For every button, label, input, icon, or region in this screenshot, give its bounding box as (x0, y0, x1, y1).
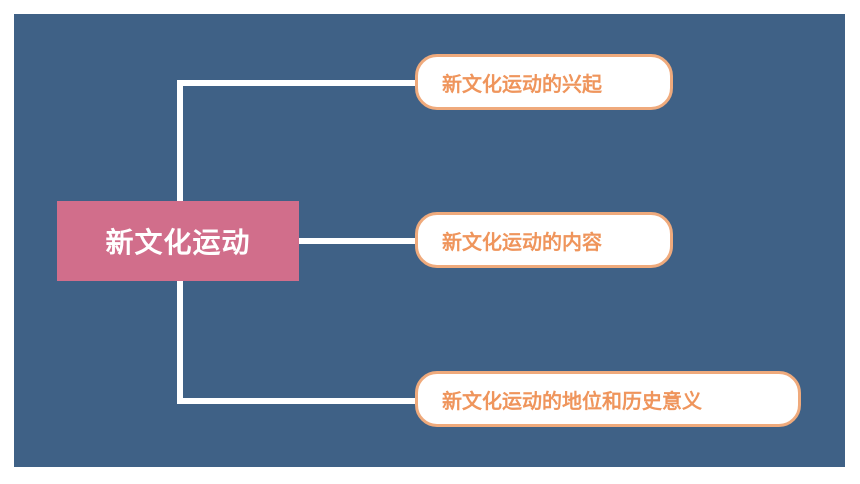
central-topic: 新文化运动 (57, 201, 299, 281)
connector-vertical-bottom (177, 280, 183, 404)
branch-rise: 新文化运动的兴起 (415, 54, 673, 110)
connector-horizontal-bottom (177, 398, 419, 404)
connector-horizontal-top (177, 80, 419, 86)
connector-horizontal-middle (298, 238, 419, 244)
slide-background: 新文化运动 新文化运动的兴起 新文化运动的内容 新文化运动的地位和历史意义 (14, 14, 845, 467)
branch-content: 新文化运动的内容 (415, 212, 673, 268)
branch-significance: 新文化运动的地位和历史意义 (415, 371, 801, 427)
connector-vertical-top (177, 80, 183, 202)
